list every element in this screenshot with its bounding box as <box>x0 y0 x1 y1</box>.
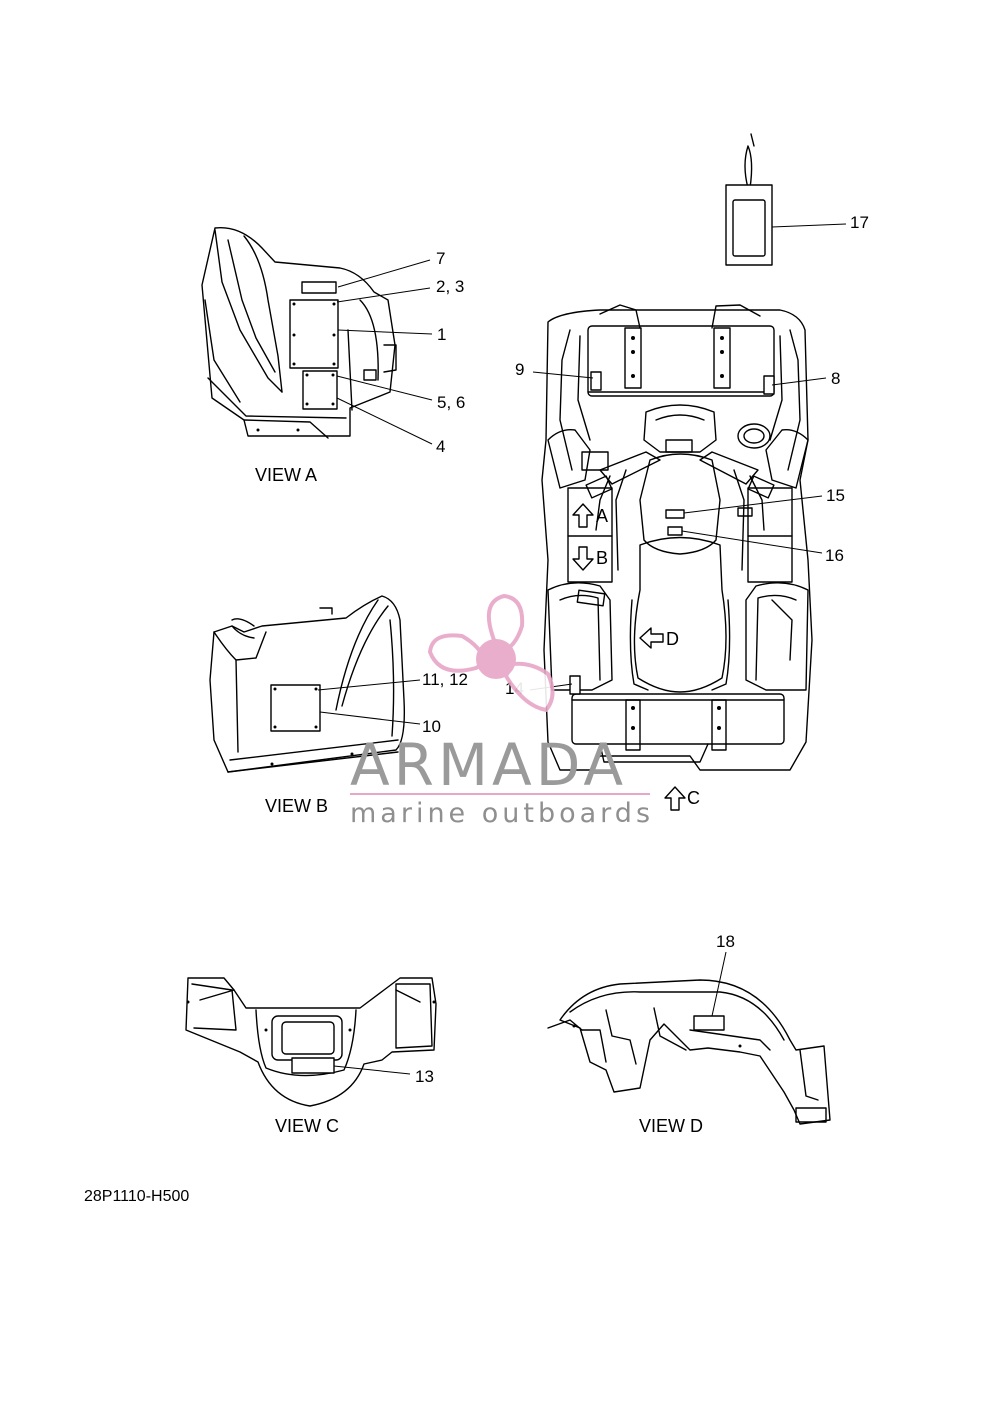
view-arrow-c-label: C <box>687 788 700 808</box>
arrow-down-icon <box>572 546 594 571</box>
view-arrow-a-label: A <box>596 506 608 526</box>
view-c-label: VIEW C <box>275 1116 339 1136</box>
propeller-icon <box>427 593 555 713</box>
callout-17: 17 <box>850 213 869 232</box>
view-b-label: VIEW B <box>265 796 328 816</box>
callout-7: 7 <box>436 249 445 268</box>
callout-10: 10 <box>422 717 441 736</box>
watermark-brand: ARMADA <box>350 731 627 799</box>
view-arrow-b-label: B <box>596 548 608 568</box>
view-arrow-d-label: D <box>666 629 679 649</box>
watermark: ARMADA marine outboards <box>350 593 654 829</box>
view-a-label: VIEW A <box>255 465 317 485</box>
atv-top-view-drawing <box>529 304 827 771</box>
arrow-left-icon <box>639 627 664 649</box>
view-a-drawing <box>201 226 433 445</box>
callout-8: 8 <box>831 369 840 388</box>
view-d-drawing <box>547 951 831 1125</box>
view-d-label: VIEW D <box>639 1116 703 1136</box>
callout-16: 16 <box>825 546 844 565</box>
callout-11-12: 11, 12 <box>422 670 468 689</box>
watermark-tagline: marine outboards <box>350 798 654 829</box>
diagram-code: 28P1110-H500 <box>84 1188 189 1205</box>
callout-5-6: 5, 6 <box>437 393 465 412</box>
callout-2-3: 2, 3 <box>436 277 464 296</box>
hang-tag-drawing <box>725 133 847 266</box>
arrow-up-icon <box>572 503 594 528</box>
callout-15: 15 <box>826 486 845 505</box>
callout-18: 18 <box>716 932 735 951</box>
view-c-drawing <box>185 977 437 1107</box>
callout-13: 13 <box>415 1067 434 1086</box>
callout-1: 1 <box>437 325 446 344</box>
view-b-drawing <box>209 595 421 773</box>
callout-9: 9 <box>515 360 524 379</box>
callout-4: 4 <box>436 437 445 456</box>
arrow-up-icon <box>664 786 686 811</box>
